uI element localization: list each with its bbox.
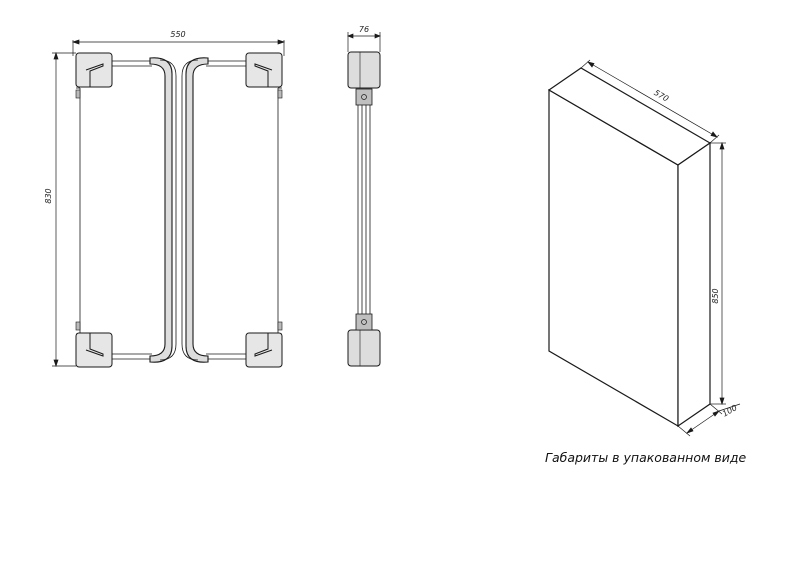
package-height-label: 850 (711, 288, 720, 303)
corner-bracket-top-left (75, 52, 113, 88)
package-box (547, 67, 712, 428)
side-glass-profile (357, 105, 371, 314)
package-depth-dimension (677, 403, 741, 437)
package-length-dimension (580, 59, 720, 144)
depth-label: 76 (359, 25, 369, 34)
corner-bracket-bottom-right (245, 332, 283, 368)
depth-dimension (347, 32, 381, 52)
handle-right (181, 57, 209, 363)
side-bottom-block (347, 329, 381, 367)
front-view: 550 830 (44, 30, 286, 368)
side-top-block (347, 51, 381, 89)
height-label: 830 (44, 188, 53, 203)
corner-bracket-bottom-left (75, 332, 113, 368)
side-bottom-fitting (355, 313, 373, 331)
box-side-face (677, 141, 711, 428)
side-top-fitting (355, 88, 373, 106)
handle-left (149, 57, 177, 363)
rail-bottom (112, 353, 246, 360)
width-label: 550 (170, 30, 185, 39)
width-dimension (71, 39, 286, 56)
height-dimension (52, 51, 76, 368)
rail-top (112, 60, 246, 67)
package-caption: Габариты в упакованном виде (545, 450, 746, 465)
corner-bracket-top-right (245, 52, 283, 88)
side-view: 76 (347, 25, 381, 367)
package-height-dimension (710, 141, 726, 406)
